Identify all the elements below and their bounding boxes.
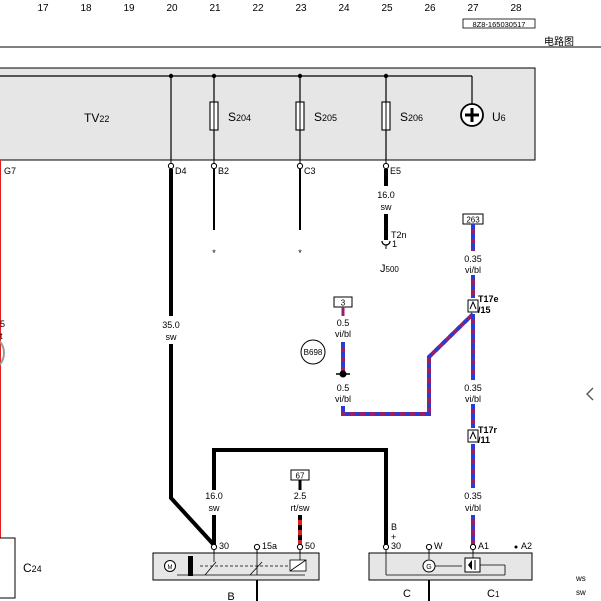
- ruler-number: 22: [252, 3, 264, 14]
- wire-color: vi/bl: [335, 329, 351, 339]
- wire-color: vi/bl: [465, 394, 481, 404]
- ruler-number: 27: [467, 3, 479, 14]
- component-label: C: [403, 588, 411, 600]
- relay-pin-label: 50: [305, 541, 315, 551]
- ruler-number: 23: [295, 3, 307, 14]
- connector-t17r-icon: [467, 429, 479, 443]
- component-label: C24: [23, 561, 42, 575]
- wire-vi-bl-branch: [341, 312, 475, 416]
- pin-d4: [167, 162, 175, 170]
- wire-color: sw: [381, 202, 393, 212]
- relay-pin-label: 15a: [262, 541, 277, 551]
- starter-pin-label: +: [391, 532, 396, 542]
- starter-pin-label: 30: [391, 541, 401, 551]
- component-label: J500: [380, 263, 399, 275]
- connector-pin: /11: [478, 435, 490, 445]
- svg-text:M: M: [168, 565, 173, 571]
- connector-t2n-icon: [381, 240, 391, 246]
- component-c24-box: [0, 537, 16, 599]
- wire-color: sw: [166, 332, 178, 342]
- pin-e5: [382, 162, 390, 170]
- starter-internal-icon: G: [385, 553, 506, 576]
- ruler-number: 17: [37, 3, 49, 14]
- distributor-box-tv22: [0, 67, 536, 161]
- chevron-left-icon[interactable]: [580, 383, 598, 405]
- pin-label: G7: [4, 166, 16, 176]
- wire-size: 35.0: [162, 320, 180, 330]
- ref-number: 263: [466, 216, 480, 225]
- wire-size: 0.35: [464, 383, 482, 393]
- u6-label: U6: [492, 110, 506, 124]
- wire-size: 0.35: [464, 254, 482, 264]
- svg-text:G: G: [426, 564, 431, 571]
- pin-c3: [296, 162, 304, 170]
- component-label: B: [227, 591, 234, 601]
- connector-label: T17e: [478, 294, 499, 304]
- legend-text: sw: [576, 588, 586, 597]
- fuse-label: S206: [400, 110, 423, 124]
- ruler-number: 20: [166, 3, 178, 14]
- pin-label: C3: [304, 166, 316, 176]
- connector-t17e-icon: [467, 299, 479, 313]
- wire-color: vi/bl: [465, 265, 481, 275]
- ref-number: 67: [296, 472, 305, 481]
- connector-pin: 1: [392, 239, 397, 249]
- wire-color: sw: [209, 503, 221, 513]
- fuse-s204: [209, 76, 219, 160]
- wire-size: 16.0: [377, 190, 395, 200]
- ruler-number: 28: [510, 3, 522, 14]
- wire-relay30-loop: [212, 448, 388, 545]
- doc-number-box: [462, 18, 536, 29]
- pin-label: B2: [218, 166, 229, 176]
- battery-plus-icon: [460, 103, 484, 127]
- component-label: C1: [487, 588, 500, 600]
- ruler-number: 25: [381, 3, 393, 14]
- connector-label: T2n: [391, 230, 407, 240]
- wire-size: 0.35: [464, 491, 482, 501]
- starter-pin-label: A1: [478, 541, 489, 551]
- wire-color: vi/bl: [465, 503, 481, 513]
- wire-color: rt/sw: [291, 503, 310, 513]
- diagram-title: 电路图: [544, 35, 574, 48]
- asterisk-mark: *: [212, 248, 216, 258]
- ruler-number: 21: [209, 3, 221, 14]
- starter-pin-label: B: [391, 522, 397, 532]
- pin-b2: [210, 162, 218, 170]
- asterisk-mark: *: [298, 248, 302, 258]
- wire-color: vi/bl: [335, 394, 351, 404]
- starter-pin-label: A2: [521, 541, 532, 551]
- starter-pin-label: W: [434, 541, 443, 551]
- relay-pin-label: 30: [219, 541, 229, 551]
- wire-size: 0.5: [337, 318, 350, 328]
- ruler-number: 19: [123, 3, 135, 14]
- connector-label: T17r: [478, 425, 498, 435]
- fuse-label: S204: [228, 110, 251, 124]
- splice-point-icon: [336, 370, 350, 378]
- ruler-number: 26: [424, 3, 436, 14]
- ruler-number: 24: [338, 3, 350, 14]
- wire-color: t: [0, 331, 3, 341]
- legend-text: ws: [575, 574, 586, 583]
- relay-internal-icon: M: [164, 553, 307, 576]
- wire-size: 16.0: [205, 491, 223, 501]
- doc-number: 8Z8-165030517: [473, 20, 526, 29]
- component-label: B698: [304, 348, 323, 357]
- fuse-s205: [295, 76, 305, 160]
- fuse-s206: [381, 76, 391, 160]
- column-ruler: 17 18 19 20 21 22 23 24 25 26 27 28: [37, 3, 522, 14]
- starter-box-c: [368, 552, 533, 581]
- cut-edge-icon: [0, 340, 5, 366]
- wire-size: 5: [0, 319, 5, 329]
- ref-number: 3: [341, 299, 346, 308]
- wire-size: 0.5: [337, 383, 350, 393]
- pin-label: D4: [175, 166, 187, 176]
- fuse-label: S205: [314, 110, 337, 124]
- ruler-number: 18: [80, 3, 92, 14]
- connector-pin: /15: [478, 305, 491, 315]
- tv22-label: TV22: [84, 111, 109, 125]
- pin-label: E5: [390, 166, 401, 176]
- wire-size: 2.5: [294, 491, 307, 501]
- component-b698-circle: [300, 339, 326, 365]
